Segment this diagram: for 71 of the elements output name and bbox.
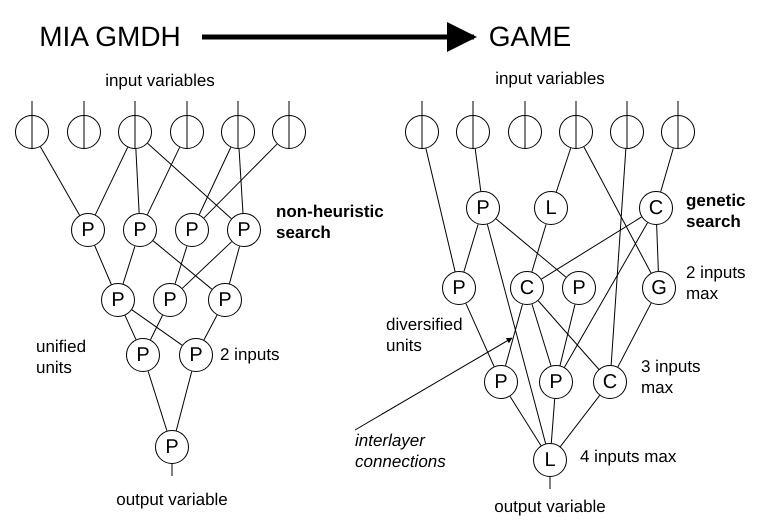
connection-line — [505, 304, 523, 366]
connection-line — [203, 314, 218, 340]
connection-line — [486, 224, 546, 444]
label-text: 2 inputs max — [686, 262, 747, 304]
connection-line — [425, 148, 456, 272]
connection-line — [94, 245, 112, 285]
label-text: output variable — [116, 489, 228, 510]
connection-line — [152, 240, 212, 290]
connection-line — [40, 146, 80, 216]
connection-line — [560, 304, 576, 366]
label-text: unified units — [36, 336, 88, 378]
input-node-symbol — [272, 101, 306, 149]
label-text: non-heuristic search — [276, 201, 385, 243]
connection-line — [560, 394, 600, 448]
connection-line — [496, 218, 566, 278]
input-node-symbol — [221, 101, 255, 149]
label-text: input variables — [495, 68, 605, 89]
connection-line — [617, 302, 652, 368]
connection-line — [135, 148, 140, 214]
connection-line — [550, 398, 556, 444]
input-node-symbol — [508, 101, 542, 149]
connection-line — [131, 309, 183, 346]
heading: MIA GMDH — [26, 20, 194, 54]
connection-line — [203, 144, 278, 218]
input-node-symbol — [118, 101, 152, 149]
connection-line — [148, 370, 168, 432]
connection-line — [656, 224, 659, 272]
label-text: genetic search — [686, 190, 747, 232]
connection-line — [150, 314, 163, 340]
input-node-symbol — [405, 101, 439, 149]
connection-line — [228, 246, 240, 284]
input-node-symbol — [15, 101, 49, 149]
input-node-symbol — [661, 101, 695, 149]
input-node-symbol — [610, 101, 644, 149]
leader-line — [354, 338, 513, 430]
connection-line — [238, 148, 244, 214]
label-text: 4 inputs max — [580, 446, 676, 467]
input-node-symbol — [170, 101, 204, 149]
label-text: output variable — [494, 496, 606, 517]
connection-line — [174, 246, 188, 284]
connection-line — [510, 396, 542, 446]
connection-line — [564, 222, 648, 368]
connection-line — [94, 146, 128, 216]
connection-line — [147, 142, 232, 220]
connection-line — [660, 148, 674, 192]
connection-line — [176, 370, 192, 432]
connection-line — [540, 216, 642, 280]
annotation-text: interlayer connections — [355, 430, 485, 474]
arrow — [202, 22, 477, 52]
connection-line — [146, 146, 180, 216]
connection-line — [556, 148, 572, 192]
connection-line — [465, 303, 495, 367]
input-node-symbol — [559, 101, 593, 149]
connection-line — [532, 304, 552, 366]
label-text: input variables — [105, 70, 215, 91]
label-text: diversified units — [386, 314, 464, 356]
connection-line — [124, 314, 136, 340]
connection-line — [463, 224, 479, 272]
connection-line — [474, 148, 482, 192]
connection-line — [198, 146, 232, 216]
connection-line — [583, 146, 652, 274]
connection-line — [122, 246, 136, 284]
input-node-symbol — [67, 101, 101, 149]
connection-line — [531, 224, 547, 272]
input-node-symbol — [456, 101, 490, 149]
connection-line — [538, 300, 600, 370]
label-text: 2 inputs — [220, 344, 280, 365]
label-text: 3 inputs max — [641, 356, 702, 398]
connection-line — [610, 148, 626, 366]
heading: GAME — [482, 20, 578, 54]
connection-line — [182, 241, 232, 289]
